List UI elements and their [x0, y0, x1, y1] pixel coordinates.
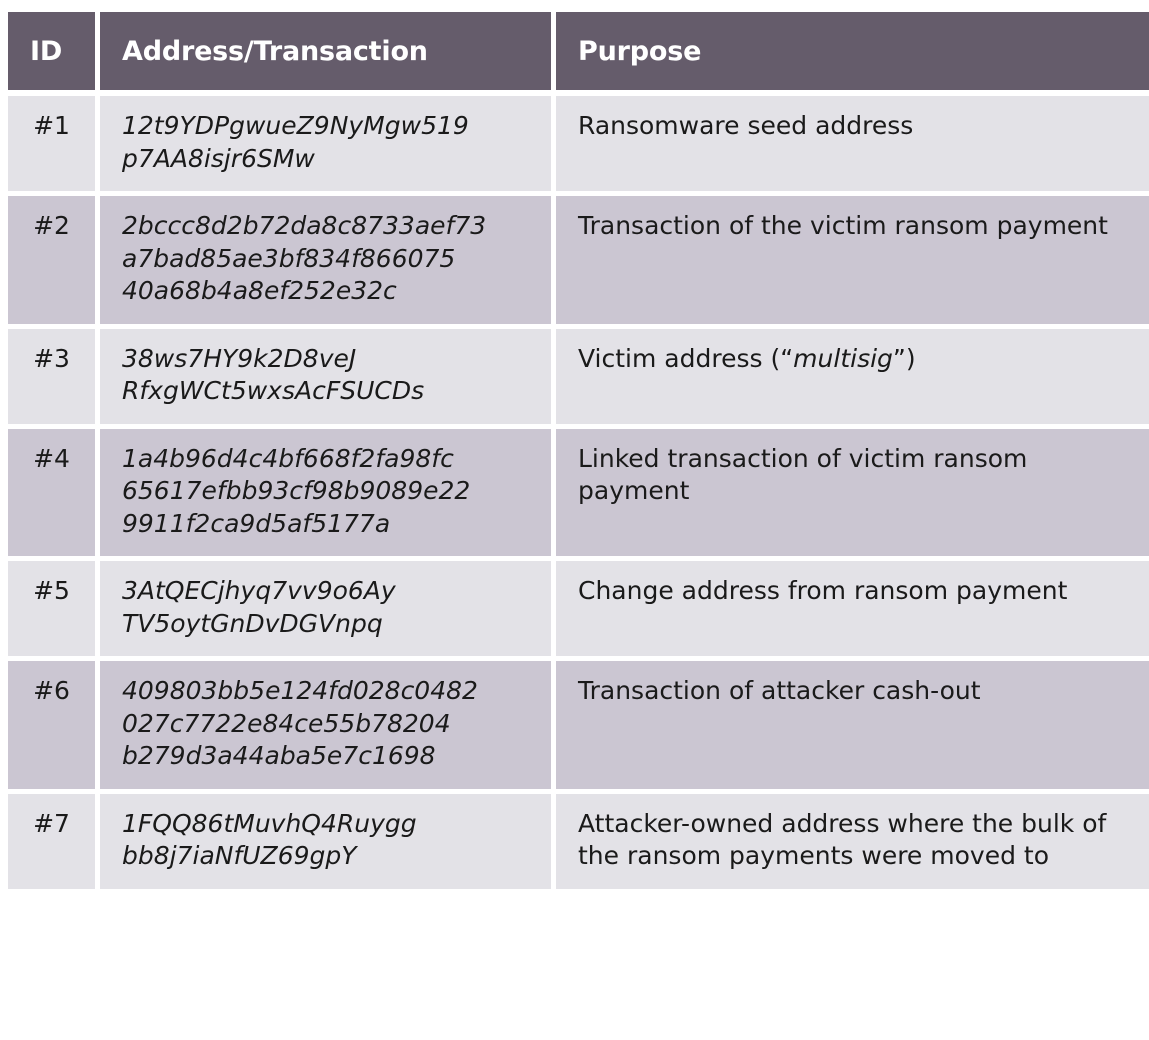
table-row: #1 12t9YDPgwueZ9NyMgw519 p7AA8isjr6SMw Rans…	[8, 96, 1149, 196]
row-id-cell: #6	[8, 661, 100, 794]
row-purpose-cell: Linked transaction of victim ransom paym…	[556, 428, 1149, 561]
header-row: ID Address/Transaction Purpose	[8, 12, 1149, 96]
table-row: #7 1FQQ86tMuvhQ4Ruygg bb8j7iaNfUZ69gpY Atta…	[8, 793, 1149, 894]
row-address-cell: 1FQQ86tMuvhQ4Ruygg bb8j7iaNfUZ69gpY	[100, 793, 556, 894]
row-purpose-cell: Victim address (“multisig”)	[556, 328, 1149, 429]
row-purpose-cell: Transaction of attacker cash-out	[556, 661, 1149, 794]
table-header: ID Address/Transaction Purpose	[8, 12, 1149, 96]
table-row: #2 2bccc8d2b72da8c8733aef73 a7bad85ae3bf83…	[8, 196, 1149, 329]
row-id-cell: #3	[8, 328, 100, 429]
row-id-cell: #5	[8, 561, 100, 661]
address-line: 3AtQECjhyq7vv9o6Ay	[122, 576, 396, 605]
address-line: a7bad85ae3bf834f866075	[122, 243, 456, 273]
address-line: 65617efbb93cf98b9089e22	[122, 476, 471, 505]
row-id-cell: #4	[8, 428, 100, 561]
address-line: RfxgWCt5wxsAcFSUCDs	[122, 376, 425, 405]
row-address-cell: 38ws7HY9k2D8veJ RfxgWCt5wxsAcFSUCDs	[100, 328, 556, 429]
row-purpose-cell: Ransomware seed address	[556, 96, 1149, 196]
address-line: 38ws7HY9k2D8veJ	[122, 343, 357, 373]
address-line: 1a4b96d4c4bf668f2fa98fc	[122, 443, 454, 473]
address-line: 409803bb5e124fd028c0482	[122, 676, 478, 705]
table-row: #4 1a4b96d4c4bf668f2fa98fc 65617efbb93cf98…	[8, 428, 1149, 561]
row-id-cell: #7	[8, 793, 100, 894]
table-row: #6 409803bb5e124fd028c0482 027c7722e84ce55…	[8, 661, 1149, 794]
address-line: 027c7722e84ce55b78204	[122, 708, 451, 738]
address-line: 2bccc8d2b72da8c8733aef73	[122, 211, 487, 240]
address-line: 9911f2ca9d5af5177a	[122, 508, 391, 538]
row-address-cell: 12t9YDPgwueZ9NyMgw519 p7AA8isjr6SMw	[100, 96, 556, 196]
row-purpose-cell: Attacker-owned address where the bulk of…	[556, 793, 1149, 894]
address-line: 40a68b4a8ef252e32c	[122, 276, 397, 305]
address-line: TV5oytGnDvDGVnpq	[122, 608, 383, 638]
purpose-text-prefix: Victim address (“	[578, 343, 794, 373]
row-id-cell: #1	[8, 96, 100, 196]
column-header-id: ID	[8, 12, 100, 96]
purpose-text-suffix: ”)	[892, 343, 916, 373]
table-row: #3 38ws7HY9k2D8veJ RfxgWCt5wxsAcFSUCDs Vict…	[8, 328, 1149, 429]
address-line: p7AA8isjr6SMw	[122, 143, 315, 173]
purpose-emphasis: multisig	[793, 343, 893, 373]
address-line: 1FQQ86tMuvhQ4Ruygg	[122, 808, 417, 838]
table-body: #1 12t9YDPgwueZ9NyMgw519 p7AA8isjr6SMw Rans…	[8, 96, 1149, 894]
address-line: bb8j7iaNfUZ69gpY	[122, 841, 357, 870]
row-address-cell: 1a4b96d4c4bf668f2fa98fc 65617efbb93cf98b9…	[100, 428, 556, 561]
row-address-cell: 409803bb5e124fd028c0482 027c7722e84ce55b7…	[100, 661, 556, 794]
address-line: 12t9YDPgwueZ9NyMgw519	[122, 111, 469, 140]
row-purpose-cell: Transaction of the victim ransom payment	[556, 196, 1149, 329]
column-header-address: Address/Transaction	[100, 12, 556, 96]
row-purpose-cell: Change address from ransom payment	[556, 561, 1149, 661]
column-header-purpose: Purpose	[556, 12, 1149, 96]
row-address-cell: 2bccc8d2b72da8c8733aef73 a7bad85ae3bf834f…	[100, 196, 556, 329]
address-line: b279d3a44aba5e7c1698	[122, 741, 436, 770]
row-id-cell: #2	[8, 196, 100, 329]
